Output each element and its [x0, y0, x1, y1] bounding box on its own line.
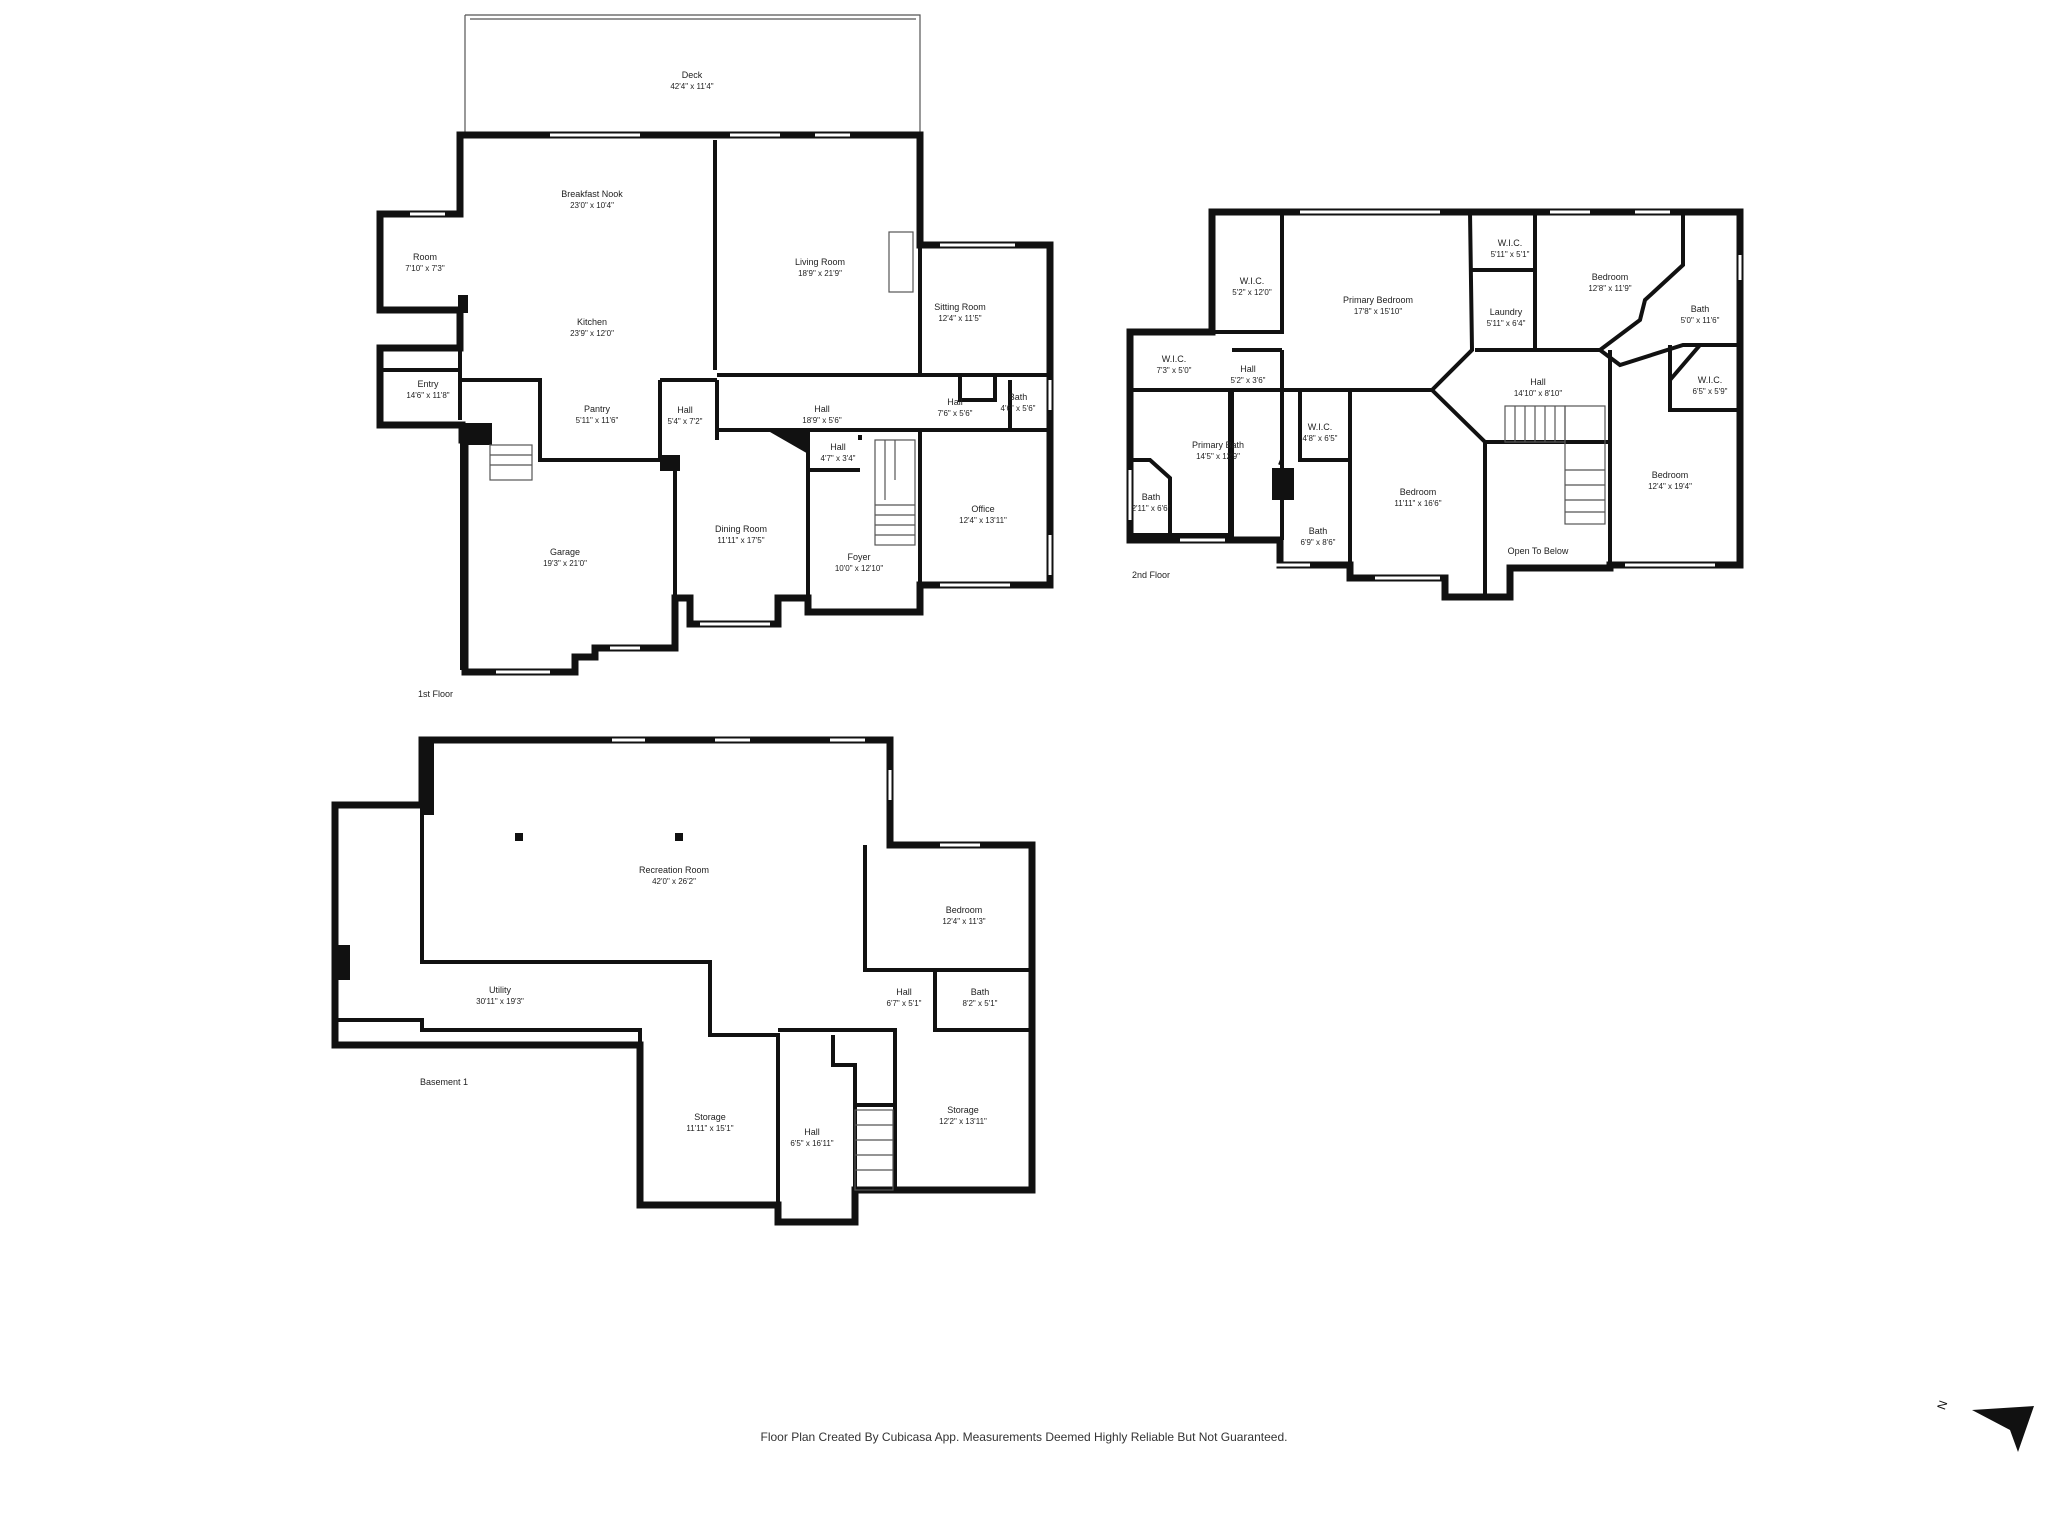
room-name: Open To Below	[1508, 546, 1569, 556]
room-dimensions: 42'0" x 26'2"	[652, 877, 696, 886]
room-dimensions: 10'0" x 12'10"	[835, 564, 883, 573]
room-name: Laundry	[1490, 307, 1523, 317]
room-name: Bath	[971, 987, 990, 997]
room-dimensions: 14'10" x 8'10"	[1514, 389, 1562, 398]
room-dimensions: 2'11" x 6'6"	[1132, 504, 1171, 513]
room-name: W.I.C.	[1240, 276, 1265, 286]
basement-exterior-wall	[331, 736, 1036, 1226]
room-name: Hall	[947, 397, 963, 407]
room-name: Hall	[896, 987, 912, 997]
room-name: Bedroom	[1592, 272, 1629, 282]
room-dimensions: 7'3" x 5'0"	[1157, 366, 1192, 375]
room-dimensions: 6'5" x 16'11"	[790, 1139, 833, 1148]
room-dimensions: 5'11" x 6'4"	[1487, 319, 1526, 328]
room-dimensions: 23'9" x 12'0"	[570, 329, 614, 338]
room-dimensions: 12'2" x 13'11"	[939, 1117, 987, 1126]
compass-arrow-icon	[1972, 1406, 2034, 1452]
room-name: Room	[413, 252, 437, 262]
room-dimensions: 11'11" x 17'5"	[717, 536, 764, 545]
room-dimensions: 23'0" x 10'4"	[570, 201, 614, 210]
room-dimensions: 5'4" x 7'2"	[668, 417, 703, 426]
room-name: Storage	[694, 1112, 726, 1122]
room-dimensions: 5'11" x 11'6"	[576, 416, 619, 425]
room-name: Office	[971, 504, 994, 514]
room-name: W.I.C.	[1498, 238, 1523, 248]
room-dimensions: 17'8" x 15'10"	[1354, 307, 1402, 316]
room-name: Primary Bedroom	[1343, 295, 1413, 305]
room-name: Kitchen	[577, 317, 607, 327]
room-name: Bath	[1309, 526, 1328, 536]
room-name: Hall	[830, 442, 846, 452]
room-name: Hall	[1530, 377, 1546, 387]
room-dimensions: 4'7" x 3'4"	[821, 454, 856, 463]
room-name: Bedroom	[946, 905, 983, 915]
disclaimer-footer: Floor Plan Created By Cubicasa App. Meas…	[760, 1430, 1288, 1444]
room-dimensions: 14'6" x 11'8"	[406, 391, 449, 400]
room-name: W.I.C.	[1162, 354, 1187, 364]
room-name: Breakfast Nook	[561, 189, 623, 199]
basement-floor-label: Basement 1	[420, 1077, 468, 1087]
second-floor-label: 2nd Floor	[1132, 570, 1170, 580]
room-name: W.I.C.	[1698, 375, 1723, 385]
room-name: Storage	[947, 1105, 979, 1115]
room-dimensions: 30'11" x 19'3"	[476, 997, 524, 1006]
room-dimensions: 11'11" x 16'6"	[1394, 499, 1441, 508]
room-dimensions: 5'2" x 12'0"	[1232, 288, 1272, 297]
room-dimensions: 14'5" x 12'9"	[1196, 452, 1240, 461]
room-name: Hall	[804, 1127, 820, 1137]
room-dimensions: 5'11" x 5'1"	[1491, 250, 1530, 259]
room-name: Bath	[1142, 492, 1161, 502]
room-dimensions: 12'4" x 11'3"	[942, 917, 985, 926]
room-name: Pantry	[584, 404, 611, 414]
room-name: Living Room	[795, 257, 845, 267]
room-dimensions: 6'5" x 5'9"	[1693, 387, 1728, 396]
chimney-block	[460, 423, 492, 445]
room-dimensions: 6'7" x 5'1"	[887, 999, 922, 1008]
room-name: Entry	[417, 379, 439, 389]
room-name: Sitting Room	[934, 302, 986, 312]
deck-outline	[464, 14, 921, 135]
room-dimensions: 18'9" x 5'6"	[802, 416, 842, 425]
room-name: Primary Bath	[1192, 440, 1244, 450]
room-name: Deck	[682, 70, 703, 80]
room-name: Bedroom	[1400, 487, 1437, 497]
room-name: Hall	[814, 404, 830, 414]
room-name: Dining Room	[715, 524, 767, 534]
room-name: Hall	[677, 405, 693, 415]
room-dimensions: 7'10" x 7'3"	[405, 264, 445, 273]
room-dimensions: 12'4" x 11'5"	[938, 314, 981, 323]
room-name: Bath	[1009, 392, 1028, 402]
room-name: Bath	[1691, 304, 1710, 314]
first-floor-label: 1st Floor	[418, 689, 453, 699]
room-dimensions: 11'11" x 15'1"	[686, 1124, 733, 1133]
room-name: Recreation Room	[639, 865, 709, 875]
room-dimensions: 4'6" x 5'6"	[1001, 404, 1036, 413]
room-dimensions: 19'3" x 21'0"	[543, 559, 587, 568]
basement-plan: Recreation Room 42'0" x 26'2" Bedroom 12'4"…	[331, 736, 1036, 1226]
room-dimensions: 6'9" x 8'6"	[1301, 538, 1336, 547]
room-dimensions: 4'8" x 6'5"	[1303, 434, 1338, 443]
room-name: Utility	[489, 985, 511, 995]
room-name: W.I.C.	[1308, 422, 1333, 432]
room-name: Foyer	[847, 552, 870, 562]
room-dimensions: 12'4" x 19'4"	[1648, 482, 1692, 491]
room-dimensions: 5'2" x 3'6"	[1231, 376, 1266, 385]
room-name: Hall	[1240, 364, 1256, 374]
room-name: Garage	[550, 547, 580, 557]
room-dimensions: 5'0" x 11'6"	[1681, 316, 1720, 325]
room-dimensions: 12'4" x 13'11"	[959, 516, 1007, 525]
room-dimensions: 42'4" x 11'4"	[670, 82, 713, 91]
room-dimensions: 7'6" x 5'6"	[938, 409, 973, 418]
room-name: Bedroom	[1652, 470, 1689, 480]
room-dimensions: 12'8" x 11'9"	[1588, 284, 1631, 293]
room-dimensions: 8'2" x 5'1"	[963, 999, 998, 1008]
first-floor-plan: Deck 42'4" x 11'4" Breakfast Nook 23'0" x 1…	[376, 14, 1054, 699]
second-floor-plan: W.I.C. 5'2" x 12'0" Primary Bedroom 17'8" x…	[1126, 208, 1744, 601]
room-dimensions: 18'9" x 21'9"	[798, 269, 842, 278]
